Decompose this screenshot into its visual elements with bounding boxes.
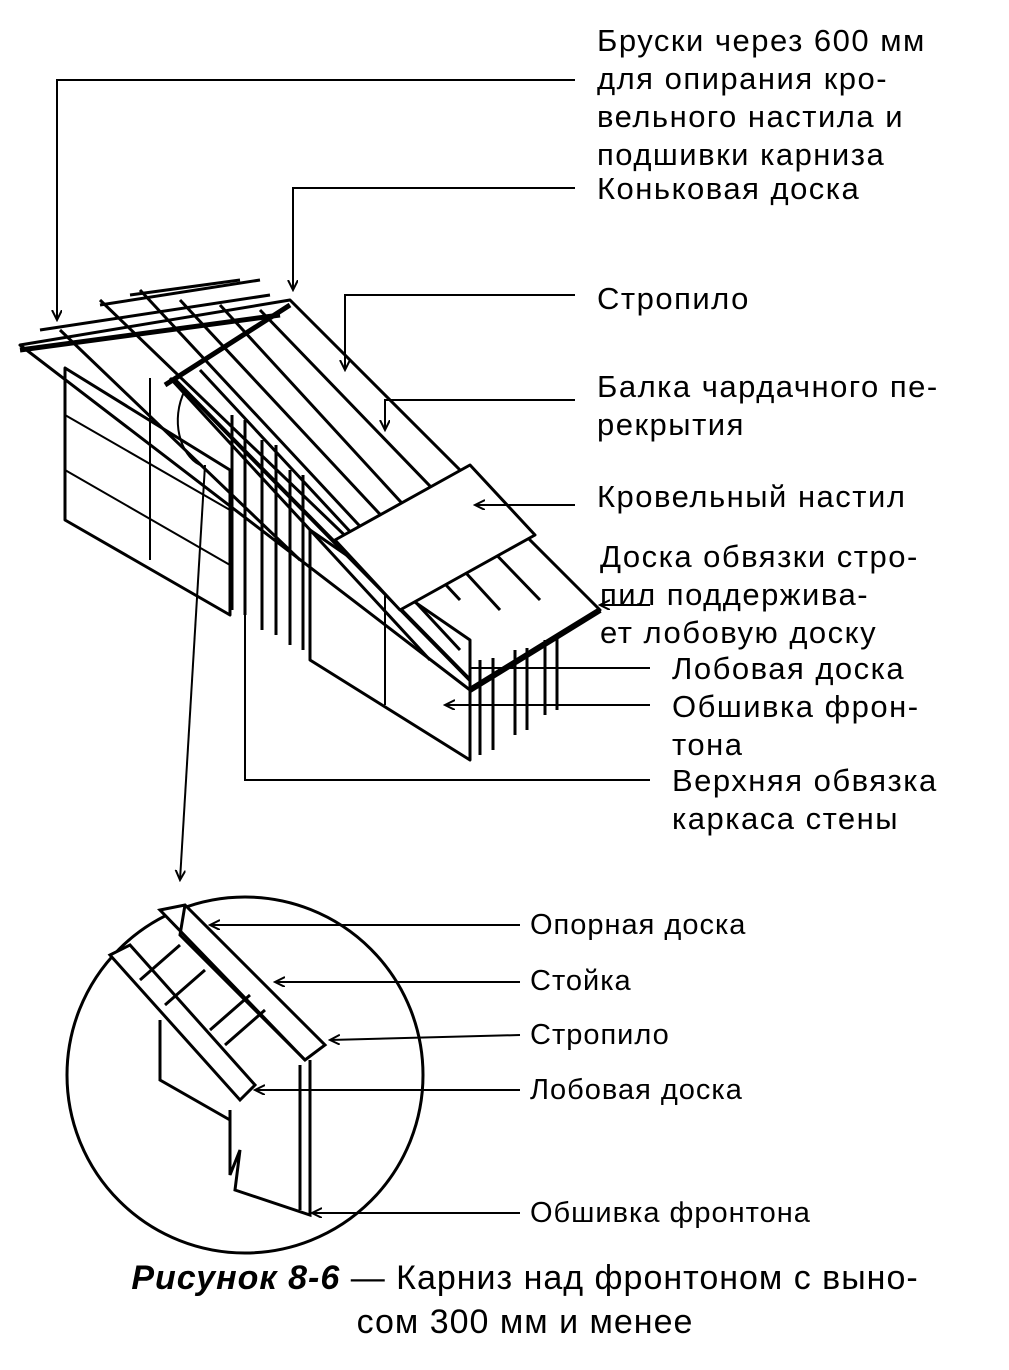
label-rafter: Стропило	[597, 281, 750, 316]
detail-sheathing	[228, 1060, 312, 1218]
detail-circle	[65, 895, 521, 1255]
label-gable-sheathing: Обшивка фрон- тона	[672, 689, 920, 762]
roof-deck-sheet	[333, 463, 537, 612]
detail-label-stud: Стойка	[530, 965, 632, 997]
label-battens: Бруски через 600 мм для опирания кро- ве…	[597, 23, 926, 172]
label-ridge-board: Коньковая доска	[597, 171, 861, 206]
caption-text: — Карниз над фронтоном с выно- сом 300 м…	[350, 1259, 919, 1341]
detail-label-gable-sheathing: Обшивка фронтона	[530, 1197, 811, 1229]
label-fascia-board: Лобовая доска	[672, 651, 906, 686]
figure-caption: Рисунок 8-6 — Карниз над фронтоном с вын…	[60, 1256, 990, 1344]
leader-lines	[57, 79, 650, 880]
gable-wall-left	[63, 366, 232, 617]
detail-label-rafter: Стропило	[530, 1019, 670, 1051]
label-rafter-plate: Доска обвязки стро- пил поддержива- ет л…	[600, 539, 919, 650]
figure-number: Рисунок 8-6	[131, 1259, 341, 1297]
label-top-plate: Верхняя обвязка каркаса стены	[672, 763, 938, 836]
detail-label-support-board: Опорная доска	[530, 909, 747, 941]
label-ceiling-joist: Балка чардачного пе- рекрытия	[597, 369, 939, 442]
label-roof-deck: Кровельный настил	[597, 479, 907, 514]
detail-label-fascia-board: Лобовая доска	[530, 1074, 743, 1106]
roof-structure	[18, 278, 602, 762]
